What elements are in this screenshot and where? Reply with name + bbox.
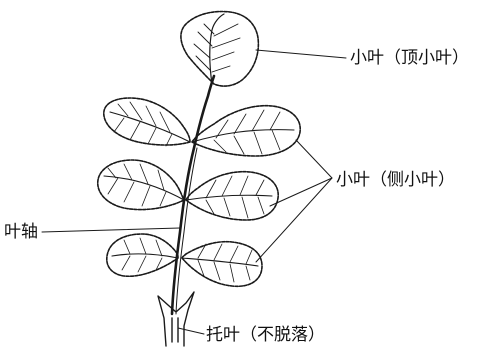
lateral-leaflet-label: 小叶（侧小叶） xyxy=(336,170,455,190)
lateral-leader-line-upper xyxy=(296,140,332,178)
rachis-label: 叶轴 xyxy=(4,222,38,242)
upper-left-leaflet-drawing xyxy=(104,98,190,146)
upper-right-leaflet-drawing xyxy=(192,106,300,156)
terminal-leader-line xyxy=(256,50,346,58)
lower-right-leaflet-drawing xyxy=(182,242,262,287)
lateral-leader-line-middle xyxy=(270,178,332,206)
lower-left-leaflet-drawing xyxy=(107,234,178,276)
rachis-leader-line xyxy=(42,228,180,232)
lateral-leader-line-lower xyxy=(256,178,332,262)
stipule-label: 托叶（不脱落） xyxy=(206,325,325,345)
middle-right-leaflet-drawing xyxy=(186,172,278,220)
middle-left-leaflet-drawing xyxy=(98,160,184,210)
terminal-leaflet-drawing xyxy=(181,12,258,87)
stipule-drawing xyxy=(158,292,194,346)
terminal-leaflet-label: 小叶（顶小叶） xyxy=(350,48,469,68)
stipule-leader-line xyxy=(178,328,204,334)
